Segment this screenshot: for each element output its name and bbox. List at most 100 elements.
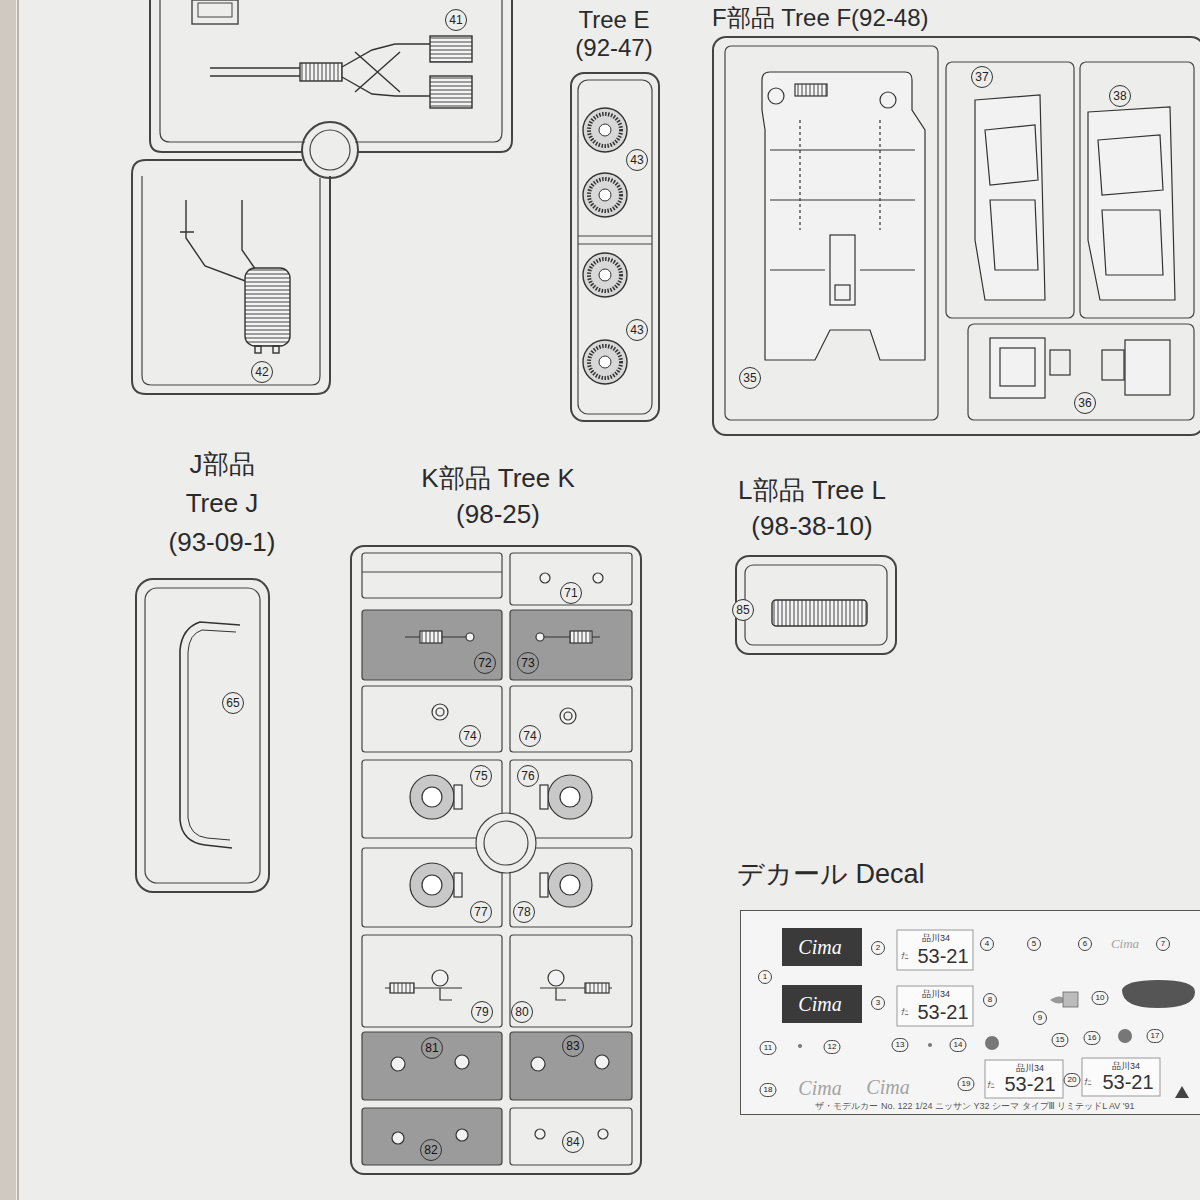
seat-belt [1050,350,1070,375]
decal-number-circle: 10 [1092,991,1109,1005]
sprue-tree: F部品 Tree F(92-48) [712,36,1200,436]
callout-number-circle: 81 [421,1037,443,1059]
brake-disc [410,863,454,907]
callout-number-circle: 73 [517,652,539,674]
pipe [180,200,248,282]
callout-number: 41 [449,14,462,26]
washer [391,1057,405,1071]
seat [990,338,1045,398]
page-edge-line [17,0,19,1200]
sprue-tree: K部品 Tree K(98-25) [350,545,642,1175]
decal-emblem [1063,992,1078,1007]
decal-number-circle: 3 [871,996,885,1010]
sprue-runner [578,236,652,244]
callout-number: 85 [736,604,749,616]
callout-number-circle: 35 [739,367,761,389]
muffler-leg [273,346,279,353]
shock-end [536,633,544,641]
exhaust-muffler [430,36,472,62]
gauge [768,88,784,104]
plate-text-box: 品川34 [1112,1062,1140,1071]
tree-heading: (98-38-10) [642,508,982,544]
exhaust-muffler [300,63,342,81]
callout-number: 75 [474,770,487,782]
exhaust-pipe [342,44,430,96]
sprue-cell [968,324,1194,420]
door-detail [985,125,1038,270]
callout-number: 38 [1113,90,1126,102]
shock-spring [420,631,442,643]
catalog-line: ザ・モデルカー No. 122 1/24 ニッサン Y32 シーマ タイプⅢ リ… [815,1102,1134,1111]
plate-number-box: 53-21 [917,946,968,966]
decal-logo-box: Cima [1111,937,1139,950]
decal-number: 9 [1038,1014,1042,1022]
callout-number-circle: 71 [560,582,582,604]
callout-number-circle: 85 [732,599,754,621]
decal-number: 2 [876,944,880,952]
tree-heading: K部品 Tree K [328,460,668,496]
ring-part [432,704,448,720]
decal-number: 16 [1088,1034,1097,1042]
sprue-ring [310,130,350,170]
decal-dot [1118,1029,1132,1043]
callout-number: 74 [523,730,536,742]
number-plate [897,986,973,1026]
decal-number: 5 [1032,940,1036,948]
plate-text: 品川34 [922,990,950,999]
washer [593,573,603,583]
decal-number-circle: 19 [958,1077,975,1091]
washer [595,1055,609,1069]
sprue-runner [578,80,652,414]
callout-number-circle: 41 [445,9,467,31]
sprue-cell [725,46,938,420]
brake-caliper [540,873,548,897]
exhaust-pipe [210,68,300,76]
callout-number: 77 [474,906,487,918]
sprue-cell [1080,62,1194,318]
catalog-line-box: ザ・モデルカー No. 122 1/24 ニッサン Y32 シーマ タイプⅢ リ… [815,1102,1134,1111]
ring-part [560,708,576,724]
decal-number: 18 [764,1086,773,1094]
callout-number: 78 [517,906,530,918]
plate-text: た [1084,1078,1092,1086]
plate-number-box: 53-21 [1102,1072,1153,1092]
sprue-cell [946,62,1074,318]
sprue-cell [362,1032,502,1100]
decal-number-circle: 5 [1027,937,1041,951]
decal-number: 20 [1068,1076,1077,1084]
callout-number: 36 [1078,397,1091,409]
wheel-hub [599,189,611,201]
sprue-cell [362,935,502,1027]
sprue-runner [145,588,260,883]
decal-number-circle: 15 [1052,1033,1069,1047]
callout-number: 65 [226,697,239,709]
dash-vent [795,84,827,96]
decal-number-circle: 2 [871,941,885,955]
seat-belt [1102,350,1124,380]
decal-logo-plate [782,928,862,966]
decal-number-circle: 9 [1033,1011,1047,1025]
tree-heading: (93-09-1) [52,523,392,562]
wheel [583,340,627,384]
decal-number: 12 [828,1043,837,1051]
muffler-leg [255,346,261,353]
console [830,235,855,305]
sprue-ring [476,813,536,873]
muffler [245,268,290,346]
callout-number-circle: 78 [513,901,535,923]
plate-number-box: 53-21 [1004,1074,1055,1094]
callout-number-circle: 72 [474,652,496,674]
plate-number: 53-21 [1004,1074,1055,1094]
brake-caliper [454,873,462,897]
plate-text: た [901,1008,909,1016]
decal-number: 13 [896,1041,905,1049]
sprue-ring [302,122,358,178]
decal-number: 10 [1096,994,1105,1002]
decal-number-circle: 11 [760,1041,777,1055]
plate-text-box: た [901,1008,909,1016]
brake-hub [422,787,442,807]
number-plate [1082,1058,1160,1096]
callout-number-circle: 65 [222,692,244,714]
callout-number: 82 [424,1144,437,1156]
